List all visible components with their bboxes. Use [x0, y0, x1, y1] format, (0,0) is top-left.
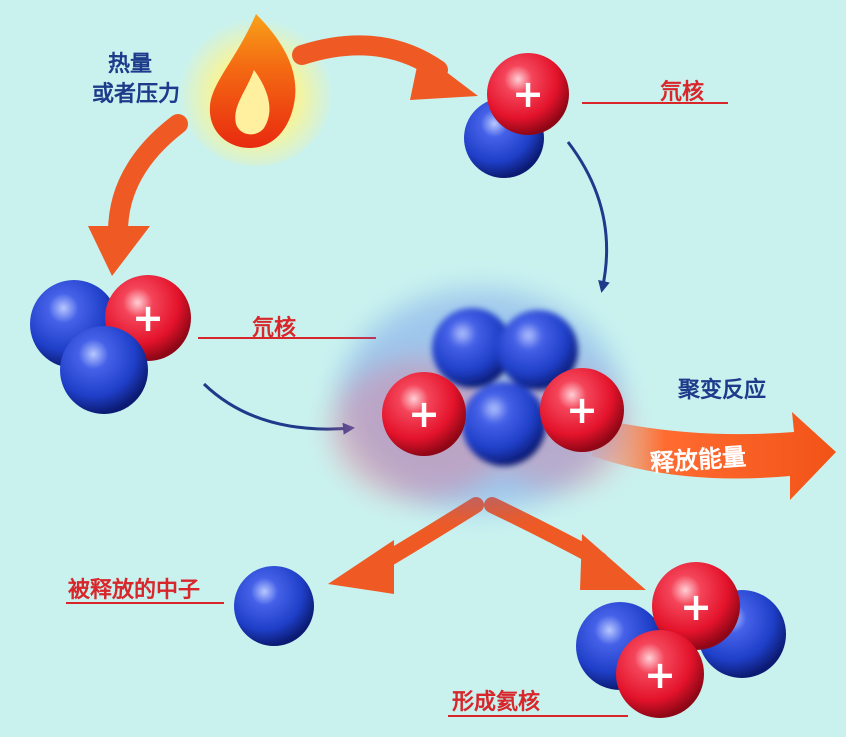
- flame-icon: [178, 10, 334, 166]
- heat-label-line2: 或者压力: [92, 82, 181, 107]
- helium-label: 形成氦核: [452, 690, 541, 715]
- proton-symbol: +: [132, 296, 164, 340]
- proton-particle: [652, 562, 740, 650]
- energy-release-arrow: [592, 412, 836, 500]
- heat-label-line1: 热量: [108, 52, 153, 77]
- deuterium-label: 氘核: [252, 316, 297, 341]
- neutron-release-arrow: [328, 497, 484, 594]
- energy-release-label: 释放能量: [649, 442, 748, 478]
- tritium-to-fusion-arrow: [566, 141, 610, 293]
- heat-to-tritium-arrow: [292, 35, 478, 100]
- released-neutron: [234, 566, 314, 646]
- fusion-reaction-label: 聚变反应: [678, 378, 767, 403]
- proton-particle: [487, 53, 569, 135]
- deuterium-nucleus: +: [30, 275, 191, 414]
- helium-formation-arrow: [484, 497, 646, 590]
- neutron-label: 被释放的中子: [68, 578, 201, 603]
- proton-particle: [616, 630, 704, 718]
- neutron-particle: [60, 326, 148, 414]
- proton-symbol: +: [680, 585, 712, 629]
- neutron-particle: [462, 382, 546, 466]
- deuterium-to-fusion-arrow: [202, 382, 355, 435]
- tritium-nucleus: +: [464, 53, 569, 178]
- helium-nucleus: + +: [576, 562, 786, 718]
- heat-label: 热量 或者压力: [92, 50, 180, 110]
- neutron-particle: [432, 308, 512, 388]
- neutron-particle: [498, 310, 578, 390]
- proton-particle: +: [382, 372, 466, 456]
- proton-symbol: +: [512, 72, 544, 116]
- heat-to-deuterium-arrow: [88, 114, 188, 276]
- fusion-reaction-cluster: + +: [330, 290, 630, 510]
- proton-particle: +: [540, 368, 624, 452]
- tritium-label: 氘核: [660, 80, 705, 105]
- proton-symbol: +: [644, 653, 676, 697]
- proton-symbol: +: [566, 388, 598, 432]
- proton-symbol: +: [408, 392, 440, 436]
